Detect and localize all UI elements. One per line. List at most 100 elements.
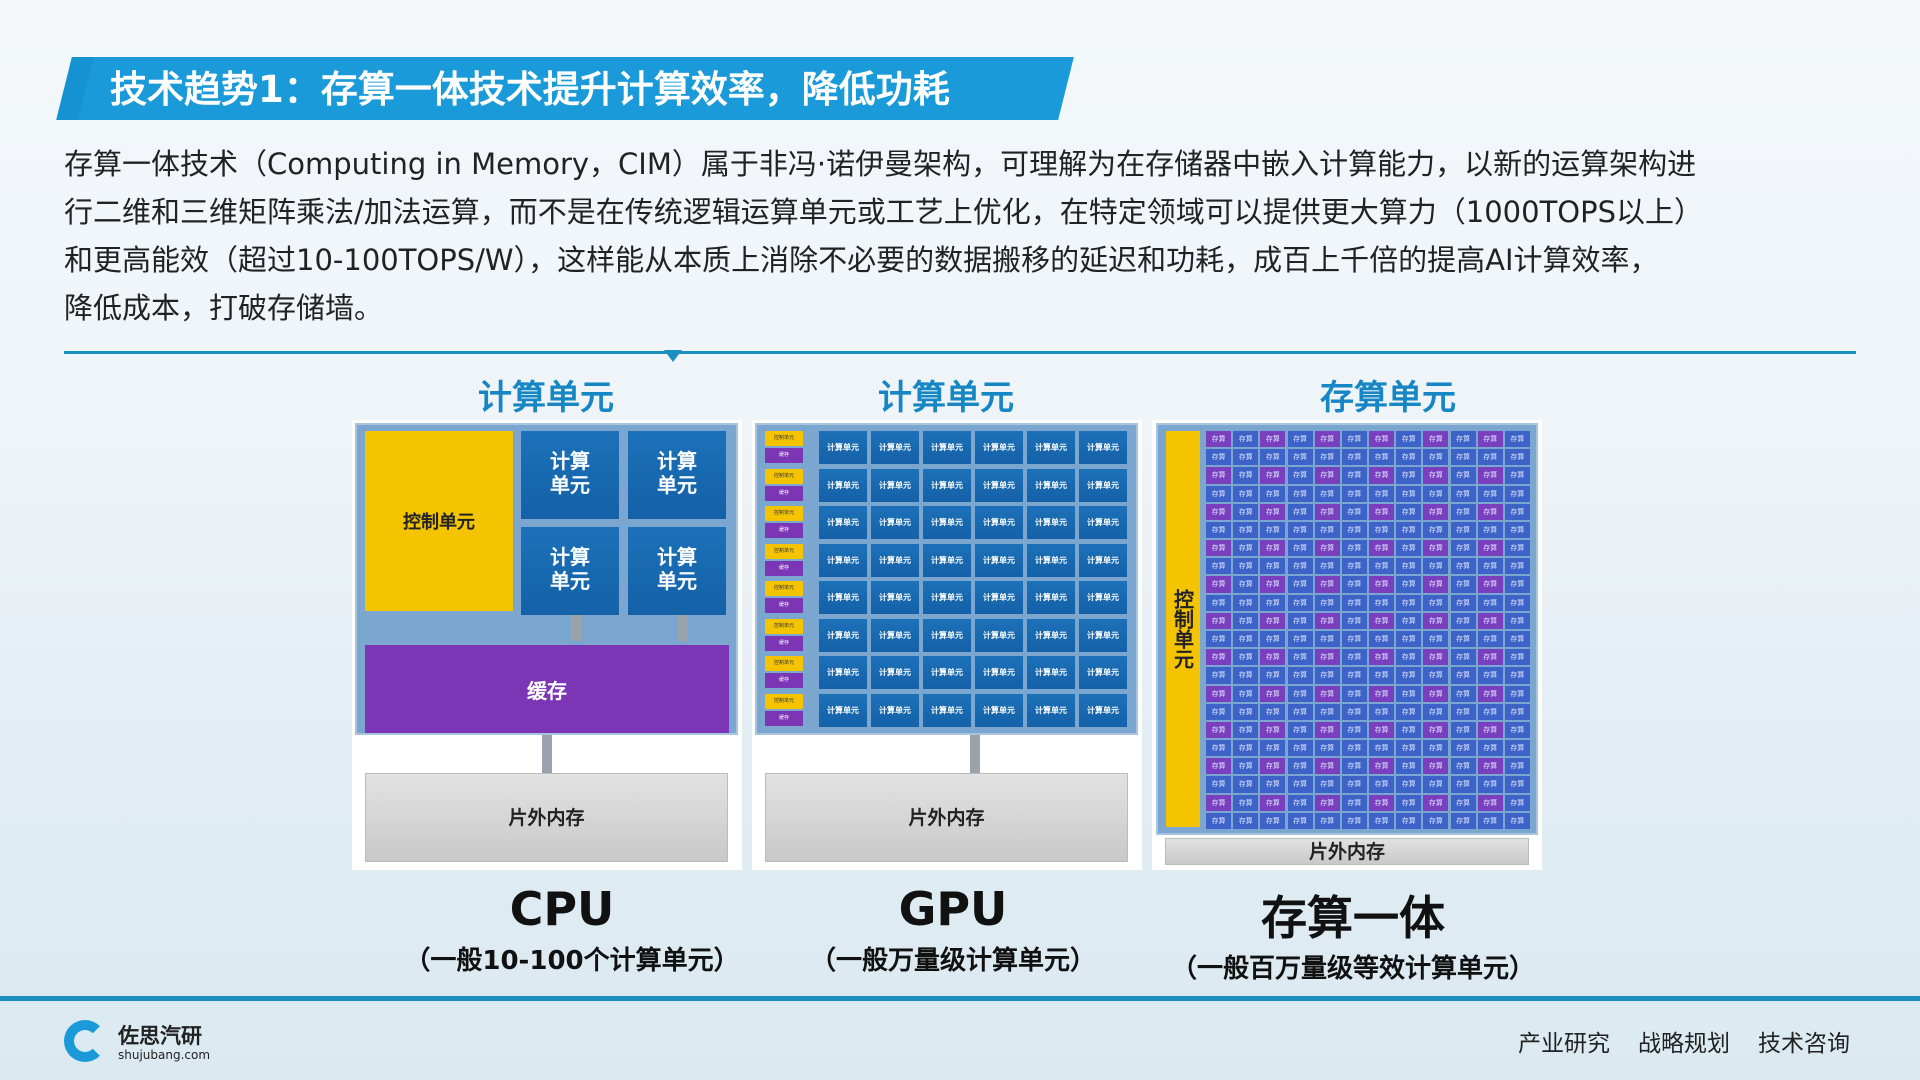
footer-link-consulting[interactable]: 技术咨询: [1758, 1031, 1850, 1057]
cim-cell: 存算: [1423, 467, 1449, 484]
cim-cell: 存算: [1314, 740, 1340, 757]
cim-cell: 存算: [1504, 558, 1530, 575]
cim-cell: 存算: [1504, 503, 1530, 520]
cim-cell: 存算: [1396, 703, 1422, 720]
gpu-control-unit: 控制单元: [765, 656, 803, 671]
cim-cell: 存算: [1423, 558, 1449, 575]
cim-cell: 存算: [1287, 540, 1313, 557]
cim-cell: 存算: [1369, 449, 1395, 466]
cim-header: 存算单元: [1320, 378, 1456, 418]
cim-cell: 存算: [1477, 558, 1503, 575]
cim-cell: 存算: [1450, 740, 1476, 757]
cim-cell: 存算: [1206, 812, 1232, 829]
cim-cell: 存算: [1369, 612, 1395, 629]
cim-cell: 存算: [1369, 576, 1395, 593]
cim-cell: 存算: [1314, 485, 1340, 502]
cim-control-unit: 控制单元: [1166, 431, 1200, 827]
cim-cell: 存算: [1423, 631, 1449, 648]
cim-cell: 存算: [1450, 758, 1476, 775]
brand-name: 佐思汽研: [118, 1024, 202, 1048]
cim-cell: 存算: [1233, 558, 1259, 575]
gpu-compute-unit: 计算单元: [871, 693, 919, 727]
brand-site: shujubang.com: [118, 1048, 211, 1062]
cim-cell: 存算: [1450, 703, 1476, 720]
cim-cell: 存算: [1504, 576, 1530, 593]
cim-offchip-memory: 片外内存: [1165, 838, 1529, 865]
cim-cell: 存算: [1233, 812, 1259, 829]
cim-cell: 存算: [1504, 794, 1530, 811]
cim-cell: 存算: [1206, 740, 1232, 757]
gpu-cache: 缓存: [765, 448, 803, 463]
footer-link-industry[interactable]: 产业研究: [1518, 1031, 1610, 1057]
gpu-compute-unit: 计算单元: [1027, 506, 1075, 539]
cim-cell: 存算: [1477, 794, 1503, 811]
cim-cell: 存算: [1206, 703, 1232, 720]
cim-cell: 存算: [1233, 649, 1259, 666]
cim-cell: 存算: [1341, 703, 1367, 720]
cim-cell: 存算: [1314, 558, 1340, 575]
cim-cell: 存算: [1287, 721, 1313, 739]
gpu-compute-unit: 计算单元: [871, 506, 919, 539]
cim-cell: 存算: [1314, 703, 1340, 720]
cim-cell: 存算: [1341, 649, 1367, 666]
cim-cell: 存算: [1287, 503, 1313, 520]
cpu-cache: 缓存: [365, 645, 729, 733]
cim-cell: 存算: [1233, 521, 1259, 539]
gpu-compute-unit: 计算单元: [819, 693, 867, 727]
cim-cell: 存算: [1314, 649, 1340, 666]
arrow-icon: [571, 615, 581, 641]
cim-cell: 存算: [1260, 540, 1286, 557]
cim-cell: 存算: [1341, 540, 1367, 557]
cim-cell: 存算: [1206, 649, 1232, 666]
cim-cell: 存算: [1504, 667, 1530, 684]
cim-cell: 存算: [1314, 503, 1340, 520]
cim-cell: 存算: [1260, 812, 1286, 829]
cim-cell: 存算: [1450, 521, 1476, 539]
cim-cell: 存算: [1287, 631, 1313, 648]
cim-cell: 存算: [1504, 649, 1530, 666]
cim-cell: 存算: [1314, 540, 1340, 557]
gpu-compute-unit: 计算单元: [819, 581, 867, 614]
cim-cell: 存算: [1450, 594, 1476, 611]
cim-cell: 存算: [1396, 594, 1422, 611]
cim-cell: 存算: [1450, 812, 1476, 829]
gpu-compute-unit: 计算单元: [1079, 693, 1127, 727]
gpu-control-unit: 控制单元: [765, 693, 803, 709]
cim-cell: 存算: [1260, 776, 1286, 793]
cim-cell: 存算: [1314, 758, 1340, 775]
cim-cell: 存算: [1450, 721, 1476, 739]
cim-cell: 存算: [1314, 776, 1340, 793]
cim-cell: 存算: [1504, 703, 1530, 720]
cim-cell: 存算: [1206, 431, 1232, 448]
cim-cell: 存算: [1477, 467, 1503, 484]
cim-cell: 存算: [1233, 431, 1259, 448]
cim-cell: 存算: [1396, 667, 1422, 684]
cim-cell: 存算: [1450, 794, 1476, 811]
cim-cell: 存算: [1287, 685, 1313, 702]
gpu-compute-unit: 计算单元: [1079, 468, 1127, 502]
footer-link-strategy[interactable]: 战略规划: [1638, 1031, 1730, 1057]
intro-paragraph: 存算一体技术（Computing in Memory，CIM）属于非冯·诺伊曼架…: [64, 140, 1884, 332]
cim-cell: 存算: [1287, 576, 1313, 593]
cim-cell: 存算: [1450, 449, 1476, 466]
cim-cell: 存算: [1450, 667, 1476, 684]
cim-cell: 存算: [1314, 794, 1340, 811]
cim-cell: 存算: [1314, 467, 1340, 484]
cim-cell: 存算: [1341, 631, 1367, 648]
cim-cell: 存算: [1477, 667, 1503, 684]
cim-cell: 存算: [1423, 594, 1449, 611]
cim-cell: 存算: [1450, 649, 1476, 666]
cim-cell: 存算: [1504, 721, 1530, 739]
cpu-desc: （一般10-100个计算单元）: [404, 946, 740, 976]
cim-cell: 存算: [1287, 740, 1313, 757]
cim-cell: 存算: [1369, 758, 1395, 775]
cim-cell: 存算: [1450, 467, 1476, 484]
cim-cell: 存算: [1423, 721, 1449, 739]
cim-cell: 存算: [1341, 740, 1367, 757]
cim-cell: 存算: [1233, 449, 1259, 466]
cim-cell: 存算: [1341, 685, 1367, 702]
cim-cell: 存算: [1233, 612, 1259, 629]
cim-cell: 存算: [1314, 431, 1340, 448]
cim-cell: 存算: [1504, 540, 1530, 557]
cim-cell: 存算: [1260, 503, 1286, 520]
